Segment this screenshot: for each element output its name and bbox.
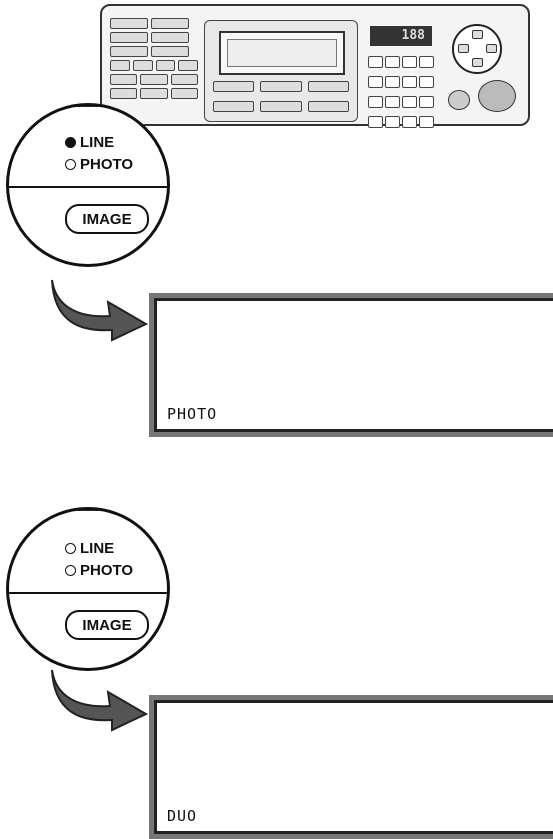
curved-arrow-icon [51, 669, 149, 732]
curved-arrow-icon [51, 279, 149, 342]
mode-label-photo: PHOTO [80, 156, 134, 173]
led-indicator-off [65, 565, 76, 576]
copy-counter: 188 [370, 26, 432, 46]
stop-button [448, 90, 470, 110]
mode-line-row: LINE [65, 540, 114, 557]
lcd-display-step-1: PHOTO [149, 293, 553, 437]
mode-line-row: LINE [65, 134, 114, 151]
mode-photo-row: PHOTO [65, 156, 133, 173]
start-button [478, 80, 516, 112]
image-button[interactable]: IMAGE [65, 610, 149, 640]
mode-label-photo: PHOTO [80, 562, 134, 579]
panel-image-dial [452, 24, 502, 74]
mode-label-line: LINE [80, 540, 115, 557]
magnifier-step-2: LINE PHOTO IMAGE [6, 507, 170, 671]
led-indicator-on [65, 137, 76, 148]
led-indicator-off [65, 159, 76, 170]
lcd-display-step-2: DUO [149, 695, 553, 839]
magnifier-step-1: LINE PHOTO IMAGE [6, 103, 170, 267]
panel-lcd [219, 31, 345, 75]
display-readout: DUO [167, 807, 198, 825]
panel-function-keys [110, 18, 198, 118]
control-panel: 188 [100, 4, 530, 128]
led-indicator-off [65, 543, 76, 554]
mode-photo-row: PHOTO [65, 562, 133, 579]
mode-label-line: LINE [80, 134, 115, 151]
image-button[interactable]: IMAGE [65, 204, 149, 234]
panel-display-area [204, 20, 358, 122]
numeric-keypad [368, 56, 438, 136]
display-readout: PHOTO [167, 405, 218, 423]
